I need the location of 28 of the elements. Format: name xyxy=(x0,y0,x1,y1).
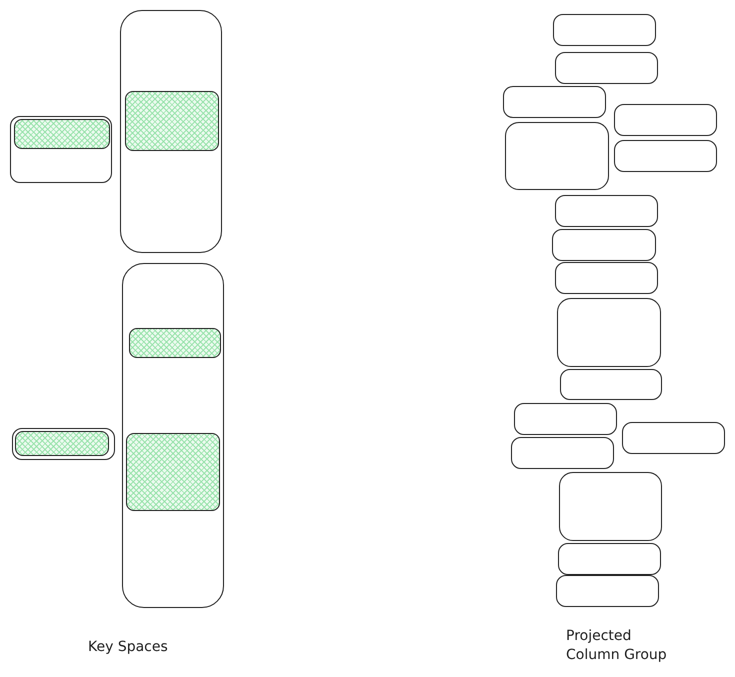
hatched-box xyxy=(126,433,220,511)
rounded-box xyxy=(514,403,617,435)
rounded-box xyxy=(120,10,222,253)
rounded-box xyxy=(555,195,658,227)
hatched-box xyxy=(125,91,219,151)
rounded-box xyxy=(614,140,717,172)
hatched-box xyxy=(14,119,110,149)
rounded-box xyxy=(555,262,658,294)
rounded-box xyxy=(12,428,115,460)
rounded-box xyxy=(614,104,717,136)
caption-text: Projected Column Group xyxy=(566,627,668,665)
rounded-box xyxy=(557,298,661,367)
rounded-box xyxy=(558,543,661,575)
rounded-box xyxy=(503,86,606,118)
rounded-box xyxy=(555,52,658,84)
rounded-box xyxy=(505,122,609,190)
rounded-box xyxy=(511,437,614,469)
hatched-box xyxy=(15,431,109,456)
rounded-box xyxy=(556,575,659,607)
caption-text: Key Spaces xyxy=(88,638,169,657)
rounded-box xyxy=(560,369,662,400)
rounded-box xyxy=(553,14,656,46)
rounded-box xyxy=(10,116,112,183)
rounded-box xyxy=(622,422,725,454)
hatched-box xyxy=(129,328,221,358)
rounded-box xyxy=(552,229,656,261)
rounded-box xyxy=(559,472,662,541)
rounded-box xyxy=(122,263,224,608)
